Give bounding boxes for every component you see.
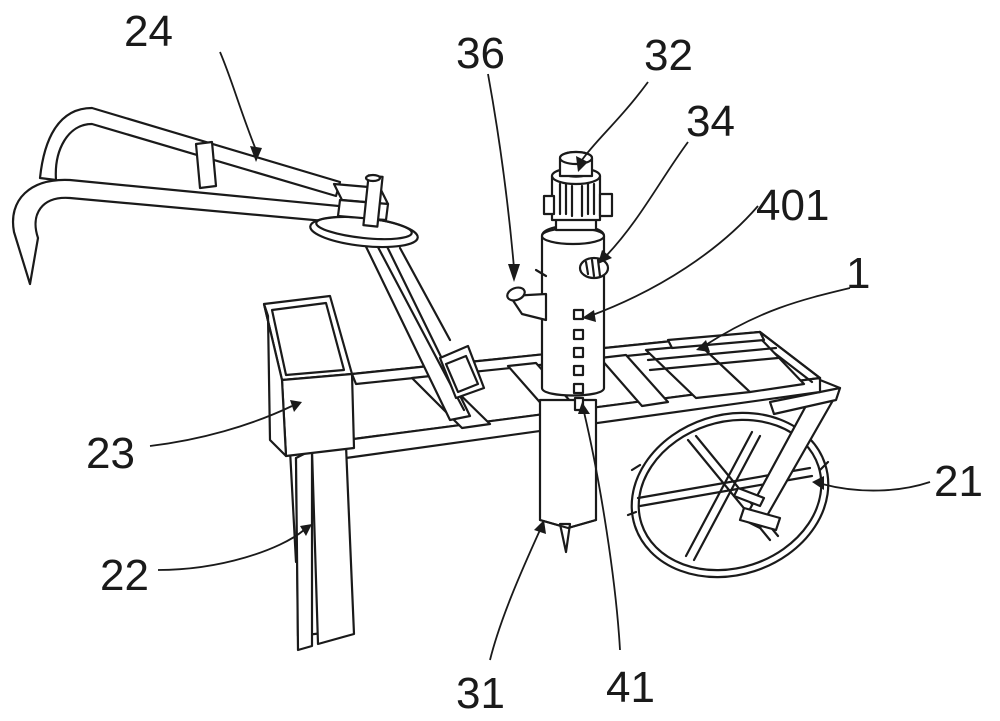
motor bbox=[542, 150, 614, 232]
front-leg bbox=[288, 444, 356, 652]
label-41: 41 bbox=[606, 663, 655, 712]
label-32: 32 bbox=[644, 31, 693, 80]
label-34: 34 bbox=[686, 97, 735, 146]
wheel-fork bbox=[732, 378, 842, 532]
label-31: 31 bbox=[456, 669, 505, 718]
label-22: 22 bbox=[100, 551, 149, 600]
label-1: 1 bbox=[846, 249, 870, 298]
handlebars bbox=[11, 106, 419, 286]
label-401: 401 bbox=[756, 181, 829, 230]
leader-lines bbox=[149, 51, 931, 661]
label-24: 24 bbox=[124, 7, 173, 56]
drill-tube bbox=[538, 398, 598, 554]
hopper bbox=[262, 294, 356, 458]
label-36: 36 bbox=[456, 29, 505, 78]
vertical-housing bbox=[506, 224, 610, 412]
label-23: 23 bbox=[86, 429, 135, 478]
label-21: 21 bbox=[934, 457, 983, 506]
